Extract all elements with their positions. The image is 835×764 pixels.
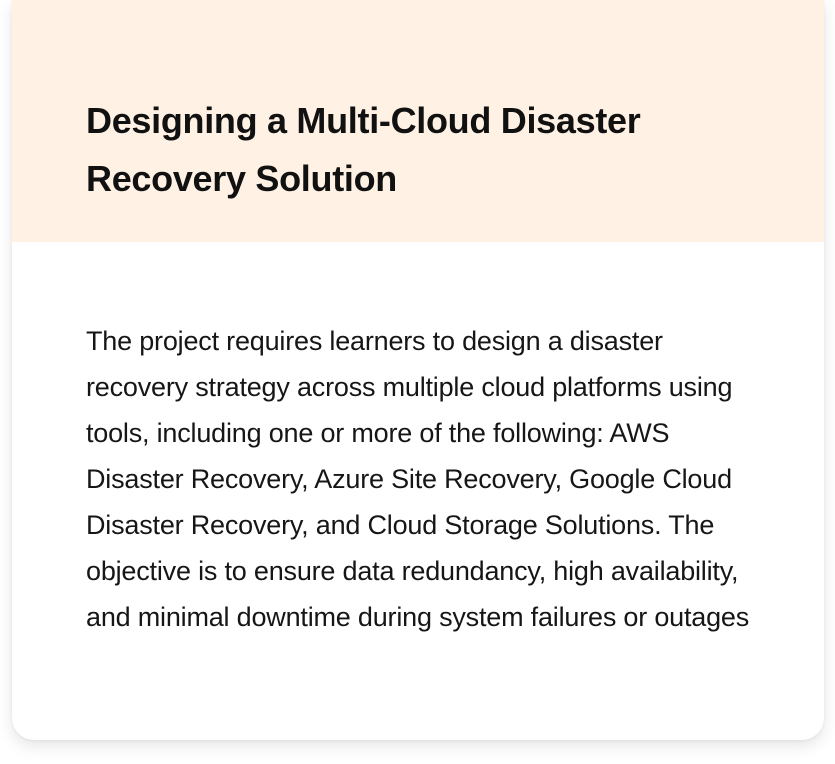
card-header: Designing a Multi-Cloud Disaster Recover… [12,0,824,242]
card-description: The project requires learners to design … [86,326,750,632]
project-card: Designing a Multi-Cloud Disaster Recover… [12,0,824,740]
card-title: Designing a Multi-Cloud Disaster Recover… [86,100,641,199]
